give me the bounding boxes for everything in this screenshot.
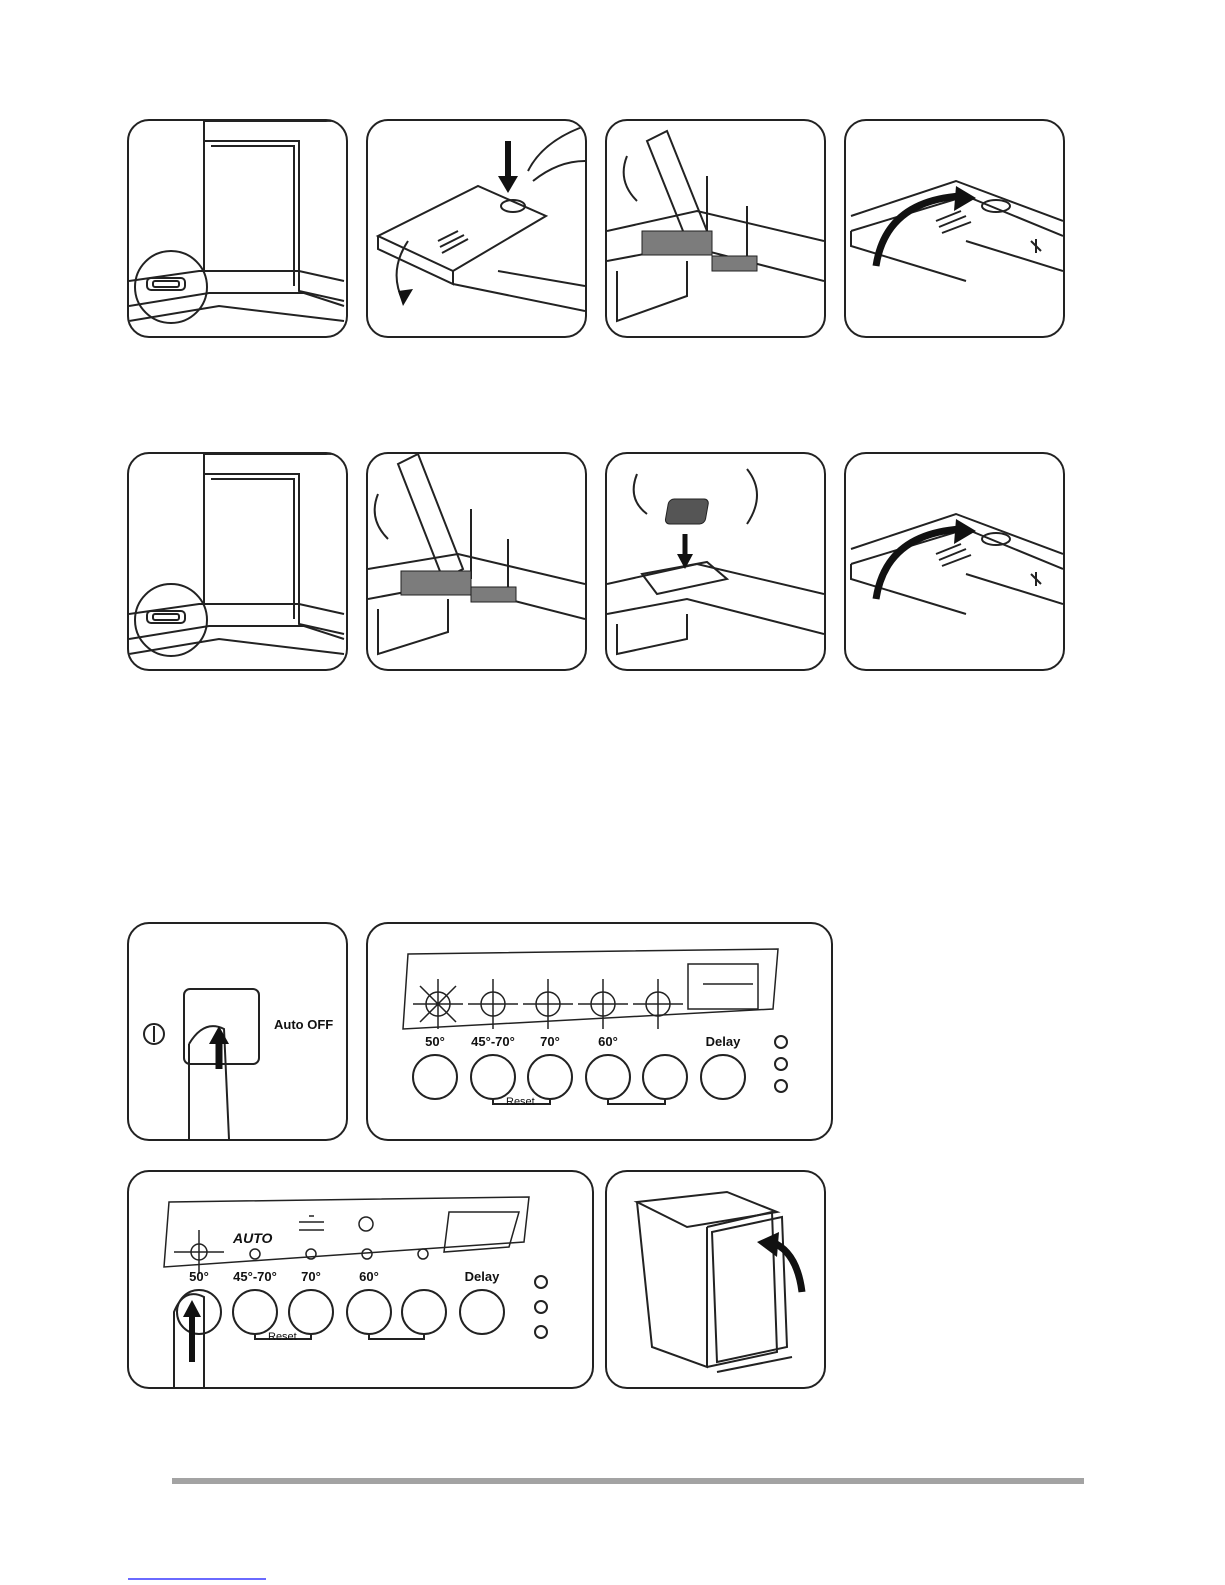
button-label-60: 60° [334, 1269, 404, 1284]
blinking-indicators [413, 979, 753, 1029]
panel-press-lid [366, 119, 587, 338]
panel-close-lid-1 [844, 119, 1065, 338]
press-release-illustration [368, 121, 585, 336]
program-buttons [174, 1276, 547, 1387]
footer-rule [172, 1478, 1084, 1484]
control-panel-illustration [368, 924, 831, 1139]
fill-detergent-illustration [368, 454, 585, 669]
button-label-60: 60° [573, 1034, 643, 1049]
panel-door-open-1 [127, 119, 348, 338]
button-label-delay: Delay [447, 1269, 517, 1284]
panel-control-2: AUTO 50° 45°-70° 70° 60° Delay Reset [127, 1170, 594, 1389]
close-lid-illustration [846, 121, 1063, 336]
panel-insert-tablet [605, 452, 826, 671]
dishwasher-door-open-illustration [129, 454, 346, 669]
panel-control-1: 50° 45°-70° 70° 60° Delay Reset [366, 922, 833, 1141]
footer-link-underline [128, 1578, 266, 1580]
close-lid-illustration [846, 454, 1063, 669]
fill-detergent-illustration [607, 121, 824, 336]
button-label-delay: Delay [688, 1034, 758, 1049]
auto-off-label: Auto OFF [274, 1017, 333, 1032]
reset-label: Reset [268, 1331, 297, 1343]
panel-fill-detergent [605, 119, 826, 338]
close-door-illustration [607, 1172, 824, 1387]
panel-close-lid-2 [844, 452, 1065, 671]
dishwasher-door-open-illustration [129, 121, 346, 336]
panel-close-door [605, 1170, 826, 1389]
panel-door-open-2 [127, 452, 348, 671]
indicator-lights [174, 1216, 428, 1274]
panel-power-button: Auto OFF [127, 922, 348, 1141]
insert-tablet-illustration [607, 454, 824, 669]
reset-label: Reset [506, 1096, 535, 1108]
auto-program-label: AUTO [233, 1230, 272, 1246]
panel-fill-detergent-2 [366, 452, 587, 671]
